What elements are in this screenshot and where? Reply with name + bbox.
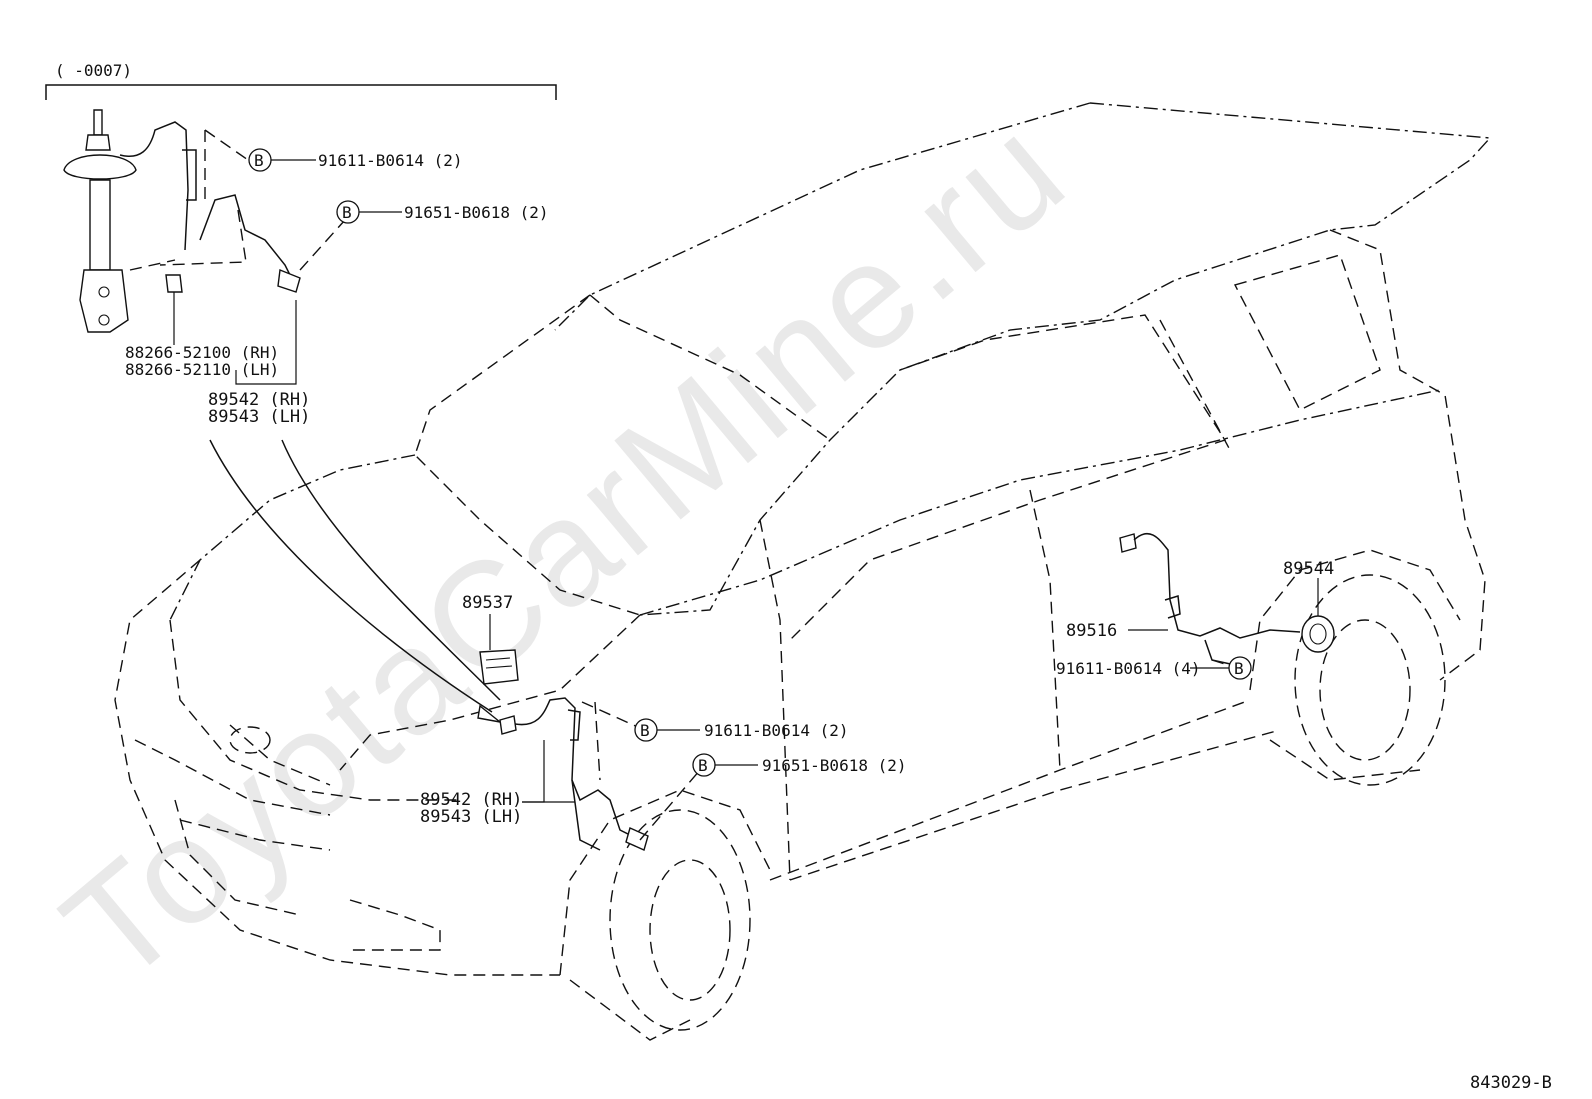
part-label-91651-front: 91651-B0618 (2) (762, 756, 907, 775)
part-label-89542-front: 89542 (RH) (420, 790, 522, 810)
front-sensor-assembly: B 91611-B0614 (2) B 91651-B0618 (2) 8954… (420, 697, 907, 851)
inset-strut-detail: ( -0007) B 91611-B0614 (2) B 91651-B0618… (45, 61, 557, 723)
arrow-head (477, 704, 501, 723)
inset-sensor-head (277, 269, 301, 293)
clamp-part (165, 274, 183, 293)
part-label-91611-rear: 91611-B0614 (4) (1056, 659, 1201, 678)
ecu-89537: 89537 (462, 593, 519, 685)
strut-body (89, 179, 111, 271)
part-label-88266-rh: 88266-52100 (RH) (125, 343, 279, 362)
part-label-91611-upper: 91611-B0614 (2) (318, 151, 463, 170)
part-label-89543-inset: 89543 (LH) (208, 407, 310, 427)
part-label-89543-front: 89543 (LH) (420, 807, 522, 827)
part-label-89544: 89544 (1283, 559, 1334, 579)
rear-sensor-assembly: 89544 89516 B 91611-B0614 (4) (1056, 533, 1335, 680)
part-label-91651-upper: 91651-B0618 (2) (404, 203, 549, 222)
inset-range-label: ( -0007) (55, 61, 132, 80)
part-label-88266-lh: 88266-52110 (LH) (125, 360, 279, 379)
bolt-symbol-label: B (640, 721, 650, 740)
bolt-symbol-label: B (254, 151, 264, 170)
part-label-89537: 89537 (462, 593, 513, 613)
bolt-symbol-label: B (342, 203, 352, 222)
spring-seat (63, 154, 137, 180)
strut-rod (93, 109, 103, 136)
diagram-code: 843029-B (1470, 1073, 1552, 1093)
bolt-symbol-label: B (698, 756, 708, 775)
bolt-symbol-label: B (1234, 659, 1244, 678)
part-label-89542-inset: 89542 (RH) (208, 390, 310, 410)
part-label-91611-front: 91611-B0614 (2) (704, 721, 849, 740)
knuckle-bracket (79, 269, 129, 333)
vehicle-outline (114, 102, 1492, 1041)
rear-rotor-ring (1301, 615, 1335, 653)
part-label-89516: 89516 (1066, 621, 1117, 641)
inset-bracket (45, 84, 557, 100)
watermark: ToyotaCarMine.ru (33, 84, 1097, 1015)
